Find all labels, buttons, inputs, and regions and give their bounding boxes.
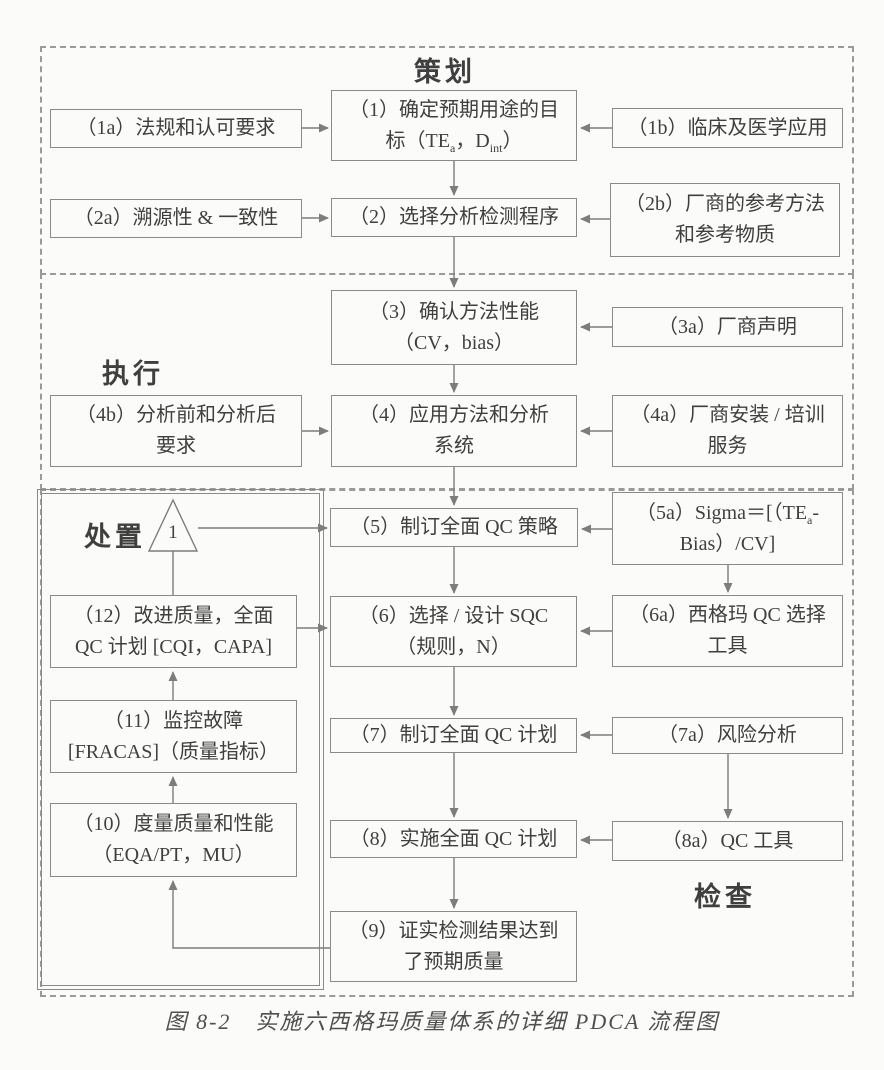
flow-box-5a: （5a）Sigma＝[（TEa- Bias）/CV] <box>612 492 843 565</box>
box-label: （2a）溯源性 & 一致性 <box>73 207 279 229</box>
flow-box-1b: （1b）临床及医学应用 <box>612 108 843 148</box>
flow-box-1a: （1a）法规和认可要求 <box>50 109 302 148</box>
box-label: （2）选择分析检测程序 <box>349 206 559 228</box>
arrow-9-to-10 <box>168 880 330 949</box>
box-label-line2: （EQA/PT，MU） <box>92 844 255 866</box>
box-label-line1: （3）确认方法性能 <box>369 300 539 323</box>
figure-caption: 图 8-2 实施六西格玛质量体系的详细 PDCA 流程图 <box>164 1009 720 1034</box>
box-label-line2: 要求 <box>156 435 196 457</box>
flow-box-6: （6）选择 / 设计 SQC （规则，N） <box>330 596 577 667</box>
box-label-line1: （12）改进质量，全面 <box>73 604 274 627</box>
flow-box-8: （8）实施全面 QC 计划 <box>330 820 577 858</box>
box-label-line2: （CV，bias） <box>394 331 514 354</box>
box-label-line2: （规则，N） <box>396 635 511 658</box>
flow-box-3a: （3a）厂商声明 <box>612 307 843 347</box>
act-region-double-border <box>37 489 324 990</box>
box-label-line2: QC 计划 [CQI，CAPA] <box>74 635 273 658</box>
flow-box-4: （4）应用方法和分析 系统 <box>331 395 577 467</box>
box-label-line2: 了预期质量 <box>403 950 504 973</box>
box-label: （7a）风险分析 <box>658 724 797 746</box>
box-label-line1: （4）应用方法和分析 <box>359 404 549 426</box>
flow-box-10: （10）度量质量和性能 （EQA/PT，MU） <box>50 803 297 877</box>
box-label: （7）制订全面 QC 计划 <box>349 724 558 746</box>
box-label-line1: （10）度量质量和性能 <box>73 813 274 835</box>
box-label-line1: （11）监控故障 <box>103 709 244 732</box>
box-label-line1: （1）确定预期用途的目 <box>349 98 559 121</box>
box-label-line2: 标（TEa，Dint） <box>385 129 523 155</box>
box-label-line1: （4b）分析前和分析后 <box>76 404 276 426</box>
flow-box-2a: （2a）溯源性 & 一致性 <box>50 199 302 238</box>
flow-box-6a: （6a）西格玛 QC 选择 工具 <box>612 595 843 667</box>
box-label: （5）制订全面 QC 策略 <box>350 516 558 538</box>
box-label-line2: 工具 <box>707 635 748 657</box>
flow-box-2b: （2b）厂商的参考方法 和参考物质 <box>610 183 840 257</box>
box-label: （8）实施全面 QC 计划 <box>349 827 558 850</box>
box-label: （1a）法规和认可要求 <box>76 117 276 139</box>
do-section-label: 执行 <box>102 359 164 389</box>
flow-box-8a: （8a）QC 工具 <box>612 821 843 861</box>
flow-box-9: （9）证实检测结果达到 了预期质量 <box>330 911 577 982</box>
flow-box-4b: （4b）分析前和分析后 要求 <box>50 395 302 467</box>
box-label-line1: （6）选择 / 设计 SQC <box>358 604 549 627</box>
box-label-line1: （4a）厂商安装 / 培训 <box>630 404 825 426</box>
box-label-line1: （6a）西格玛 QC 选择 <box>629 604 826 626</box>
box-label: （1b）临床及医学应用 <box>627 116 828 139</box>
check-region-border <box>40 489 854 997</box>
box-label-line2: Bias）/CV] <box>679 532 776 555</box>
flow-box-2: （2）选择分析检测程序 <box>331 198 577 237</box>
flow-box-3: （3）确认方法性能 （CV，bias） <box>331 290 577 365</box>
box-label-line2: 服务 <box>707 435 748 457</box>
loop-node-triangle <box>147 498 199 552</box>
box-label-line2: 和参考物质 <box>675 224 775 246</box>
box-label-line1: （9）证实检测结果达到 <box>348 919 559 942</box>
act-section-label: 处置 <box>84 522 146 552</box>
loop-node-number: 1 <box>168 522 178 543</box>
flow-box-12: （12）改进质量，全面 QC 计划 [CQI，CAPA] <box>50 595 297 668</box>
box-label-line2: 系统 <box>434 435 474 457</box>
plan-section-label: 策划 <box>414 57 476 87</box>
flow-box-7a: （7a）风险分析 <box>612 717 843 754</box>
flow-box-7: （7）制订全面 QC 计划 <box>330 718 577 753</box>
box-label-line2: [FRACAS]（质量指标） <box>67 740 280 763</box>
flow-box-4a: （4a）厂商安装 / 培训 服务 <box>612 395 843 467</box>
box-label-line1: （5a）Sigma＝[（TEa- <box>635 501 820 527</box>
box-label: （8a）QC 工具 <box>661 829 794 852</box>
box-label-line1: （2b）厂商的参考方法 <box>625 193 825 215</box>
box-label: （3a）厂商声明 <box>658 315 797 338</box>
check-section-label: 检查 <box>694 882 756 912</box>
flow-box-11: （11）监控故障 [FRACAS]（质量指标） <box>50 700 297 773</box>
flow-box-1: （1）确定预期用途的目 标（TEa，Dint） <box>331 90 577 161</box>
flow-box-5: （5）制订全面 QC 策略 <box>330 508 578 547</box>
